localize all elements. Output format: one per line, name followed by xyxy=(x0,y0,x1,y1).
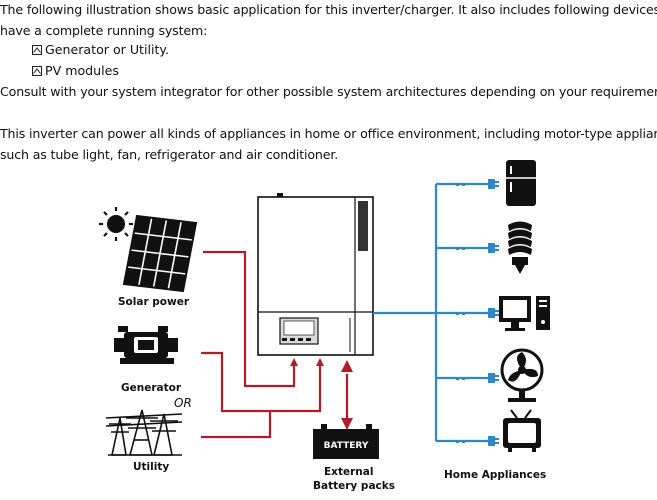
intro-line-4: This inverter can power all kinds of app… xyxy=(0,126,657,141)
generator-icon xyxy=(114,326,178,364)
television-icon xyxy=(503,409,541,452)
intro-line-2: have a complete running system: xyxy=(0,23,208,38)
bullet-pv-label: PV modules xyxy=(45,63,119,78)
utility-tower-icon xyxy=(105,409,183,456)
or-label: OR xyxy=(174,396,192,410)
home-appliances-label: Home Appliances xyxy=(444,469,546,481)
inverter-icon xyxy=(257,193,374,356)
bullet-pv: PV modules xyxy=(32,63,119,79)
battery-icon-text: BATTERY xyxy=(324,441,369,451)
bullet-generator: Generator or Utility. xyxy=(32,42,169,58)
battery-label-line2: Battery packs xyxy=(313,480,395,492)
battery-arrow xyxy=(341,360,353,430)
bullet-generator-label: Generator or Utility. xyxy=(45,42,170,57)
outlet-dashes xyxy=(456,183,465,443)
battery-label-line1: External xyxy=(324,466,373,478)
intro-line-3: Consult with your system integrator for … xyxy=(0,84,657,99)
dc-wires xyxy=(201,250,349,439)
utility-label: Utility xyxy=(133,461,169,473)
intro-line-1: The following illustration shows basic a… xyxy=(0,2,657,17)
checkbox-icon xyxy=(32,45,42,55)
fan-icon xyxy=(500,348,544,402)
checkbox-icon xyxy=(32,66,42,76)
computer-icon xyxy=(499,296,550,331)
refrigerator-icon xyxy=(506,160,536,206)
sun-icon xyxy=(99,207,133,241)
light-bulb-icon xyxy=(508,221,532,274)
solar-power-label: Solar power xyxy=(118,296,190,308)
generator-label: Generator xyxy=(121,382,182,394)
battery-icon: BATTERY xyxy=(313,424,379,459)
intro-line-5: such as tube light, fan, refrigerator an… xyxy=(0,147,339,162)
solar-panel-icon xyxy=(122,214,198,293)
plug-icons xyxy=(488,179,499,446)
ac-wires xyxy=(373,182,488,443)
